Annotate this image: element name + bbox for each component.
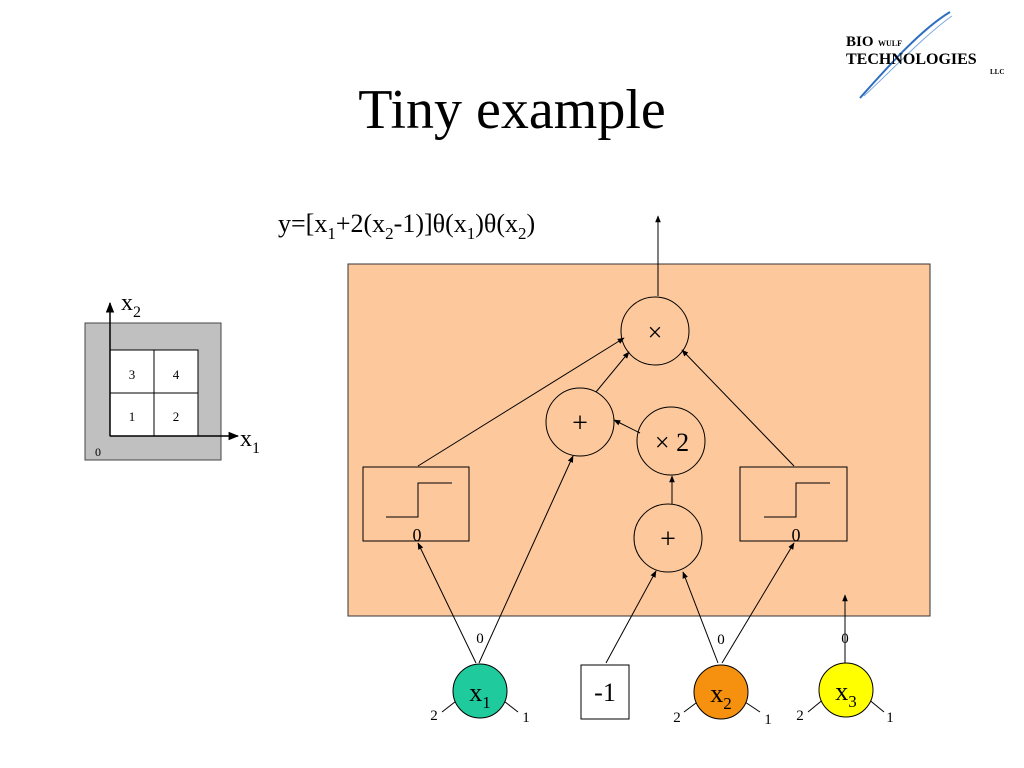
quadrant-cell-3: 3 (129, 367, 136, 382)
x2-top-label: 0 (717, 632, 725, 648)
x3-circle (818, 662, 874, 718)
edge-const-to-pluslower (605, 570, 657, 664)
logo-swoosh-2 (863, 15, 953, 97)
biowulf-logo: BIO WULF TECHNOLOGIES LLC (846, 11, 1004, 99)
axis-x1-label: x1 (240, 426, 260, 457)
slide-title: Tiny example (358, 79, 666, 141)
quadrant-inset: 3 4 1 2 x1 x2 0 (84, 290, 260, 461)
edge-x1-to-stepleft (417, 542, 477, 664)
plus-node-lower-label: + (660, 524, 676, 555)
x1-circle (452, 663, 508, 719)
step-curve-left (386, 482, 452, 518)
input-node-x1: x1 0 2 1 (430, 631, 530, 726)
multiply-node (620, 296, 690, 366)
quadrant-cell-1: 1 (129, 409, 136, 424)
edge-timestwo-to-plusupper (613, 419, 641, 434)
x1-label: x1 (469, 678, 491, 712)
edge-stepleft-to-multiply (417, 337, 625, 467)
x3-label: x3 (835, 677, 857, 711)
step-function-left (362, 466, 470, 542)
plus-node-lower (633, 503, 703, 573)
logo-bio: BIO (846, 34, 874, 50)
x1-left-label: 2 (430, 708, 438, 724)
quadrant-cell-4: 4 (173, 367, 180, 382)
quadrant-cell-2: 2 (173, 409, 180, 424)
logo-technologies: TECHNOLOGIES (846, 51, 977, 68)
step-left-label: 0 (413, 525, 422, 545)
x2-label: x2 (710, 679, 732, 713)
edge-stepright-to-multiply (681, 349, 795, 467)
x1-top-label: 0 (476, 631, 484, 647)
formula: y=[x1+2(x2-1)]θ(x1)θ(x2) (278, 209, 535, 243)
multiply-node-label: × (648, 318, 663, 347)
constant-box-label: -1 (594, 678, 616, 707)
axis-x2-label: x2 (121, 290, 141, 321)
x3-top-label: 0 (841, 631, 849, 647)
x2-circle (693, 664, 749, 720)
input-node-x2: x2 0 2 1 (673, 632, 772, 728)
step-curve-right (764, 482, 830, 518)
x1-right-label: 1 (522, 710, 530, 726)
edge-x2-to-stepright (721, 542, 795, 664)
times-two-node (636, 406, 706, 476)
edge-plusupper-to-multiply (595, 351, 630, 393)
x2-right-label: 1 (764, 712, 772, 728)
plus-node-upper-label: + (572, 408, 588, 439)
x3-right-label: 1 (886, 710, 894, 726)
x3-left-label: 2 (796, 708, 804, 724)
x2-left-label: 2 (673, 710, 681, 726)
input-node-x3: x3 0 2 1 (796, 631, 894, 726)
constant-box (580, 664, 630, 720)
edge-x2-to-pluslower (682, 571, 719, 664)
logo-wulf: WULF (878, 39, 902, 48)
times-two-node-label: × 2 (655, 428, 689, 457)
origin-label: 0 (95, 445, 101, 459)
logo-llc: LLC (990, 68, 1004, 76)
edge-x1-to-plusupper (478, 455, 574, 664)
step-function-right (739, 466, 848, 542)
step-right-label: 0 (792, 525, 801, 545)
logo-swoosh (859, 11, 951, 99)
